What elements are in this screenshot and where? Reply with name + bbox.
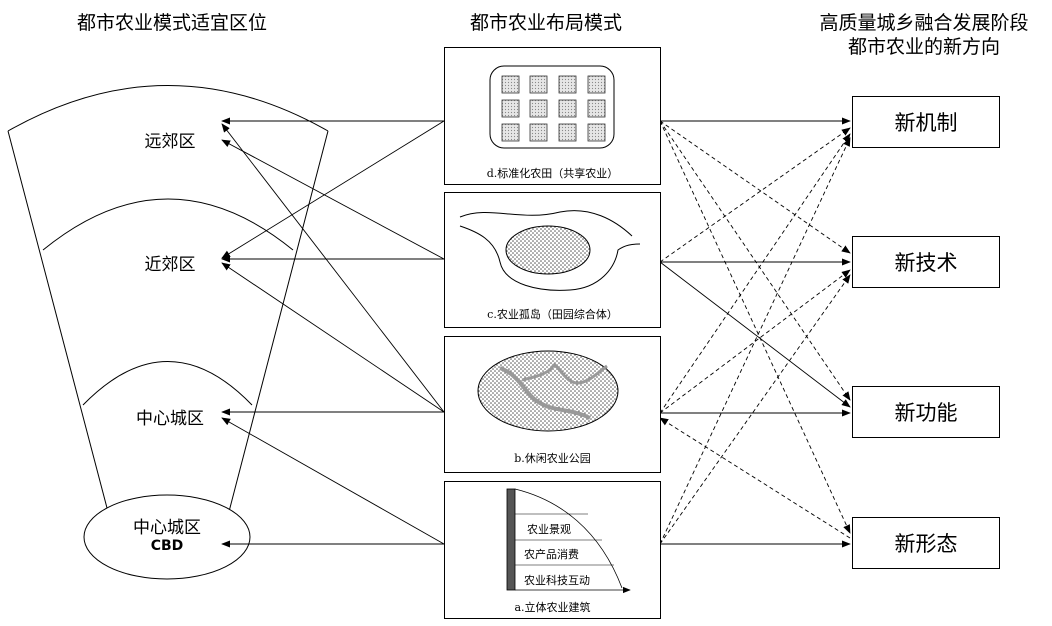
zone-funnel: [7, 85, 329, 580]
building-layer-tech: 农业科技互动: [524, 574, 590, 587]
panel-leisure-park: b.休闲农业公园: [444, 336, 661, 473]
zone-arrows: [221, 117, 445, 548]
direction-arrows-solid: [659, 117, 851, 548]
zone-outer-suburb: 远郊区: [144, 132, 196, 152]
direction-arrows-dashed: [659, 120, 851, 545]
title-new-direction-line2: 都市农业的新方向: [847, 36, 1000, 58]
arrow-c-to-outer: [221, 139, 445, 260]
title-suitable-location: 都市农业模式适宜区位: [76, 12, 267, 34]
direction-new-technology: 新技术: [852, 236, 1000, 288]
arrow-d-to-near: [221, 120, 445, 259]
direction-new-form: 新形态: [852, 517, 1000, 569]
panel-caption-d: d.标准化农田（共享农业）: [486, 167, 619, 180]
arrow-b-to-near: [221, 262, 445, 413]
title-layout-modes: 都市农业布局模式: [469, 12, 622, 34]
direction-new-mechanism: 新机制: [852, 96, 1000, 148]
panel-farm-island: c.农业孤岛（田园综合体）: [444, 192, 661, 328]
funnel-outer-arc: [7, 85, 329, 132]
zone-near-suburb: 近郊区: [144, 255, 196, 275]
cbd-ellipse: [83, 494, 251, 580]
zone-city-center: 中心城区: [136, 409, 204, 429]
panel-standard-farmland: d.标准化农田（共享农业）: [444, 47, 661, 185]
center-zone-arc: [82, 361, 253, 406]
panel-caption-a: a.立体农业建筑: [514, 601, 591, 614]
title-new-direction-line1: 高质量城乡融合发展阶段: [819, 12, 1029, 34]
panel-caption-c: c.农业孤岛（田园综合体）: [487, 308, 618, 321]
arrow-a-to-center: [221, 417, 445, 545]
arrow-b-to-outer: [221, 123, 445, 413]
building-layer-consumption: 农产品消费: [524, 548, 579, 561]
zone-cbd-title: 中心城区: [133, 518, 201, 538]
zone-cbd-sub: CBD: [150, 538, 184, 554]
building-layer-landscape: 农业景观: [527, 523, 571, 536]
funnel-right-edge: [224, 130, 329, 528]
funnel-left-edge: [7, 130, 113, 528]
panel-caption-b: b.休闲农业公园: [514, 452, 591, 465]
direction-new-function: 新功能: [852, 386, 1000, 438]
near-zone-arc: [42, 198, 294, 251]
